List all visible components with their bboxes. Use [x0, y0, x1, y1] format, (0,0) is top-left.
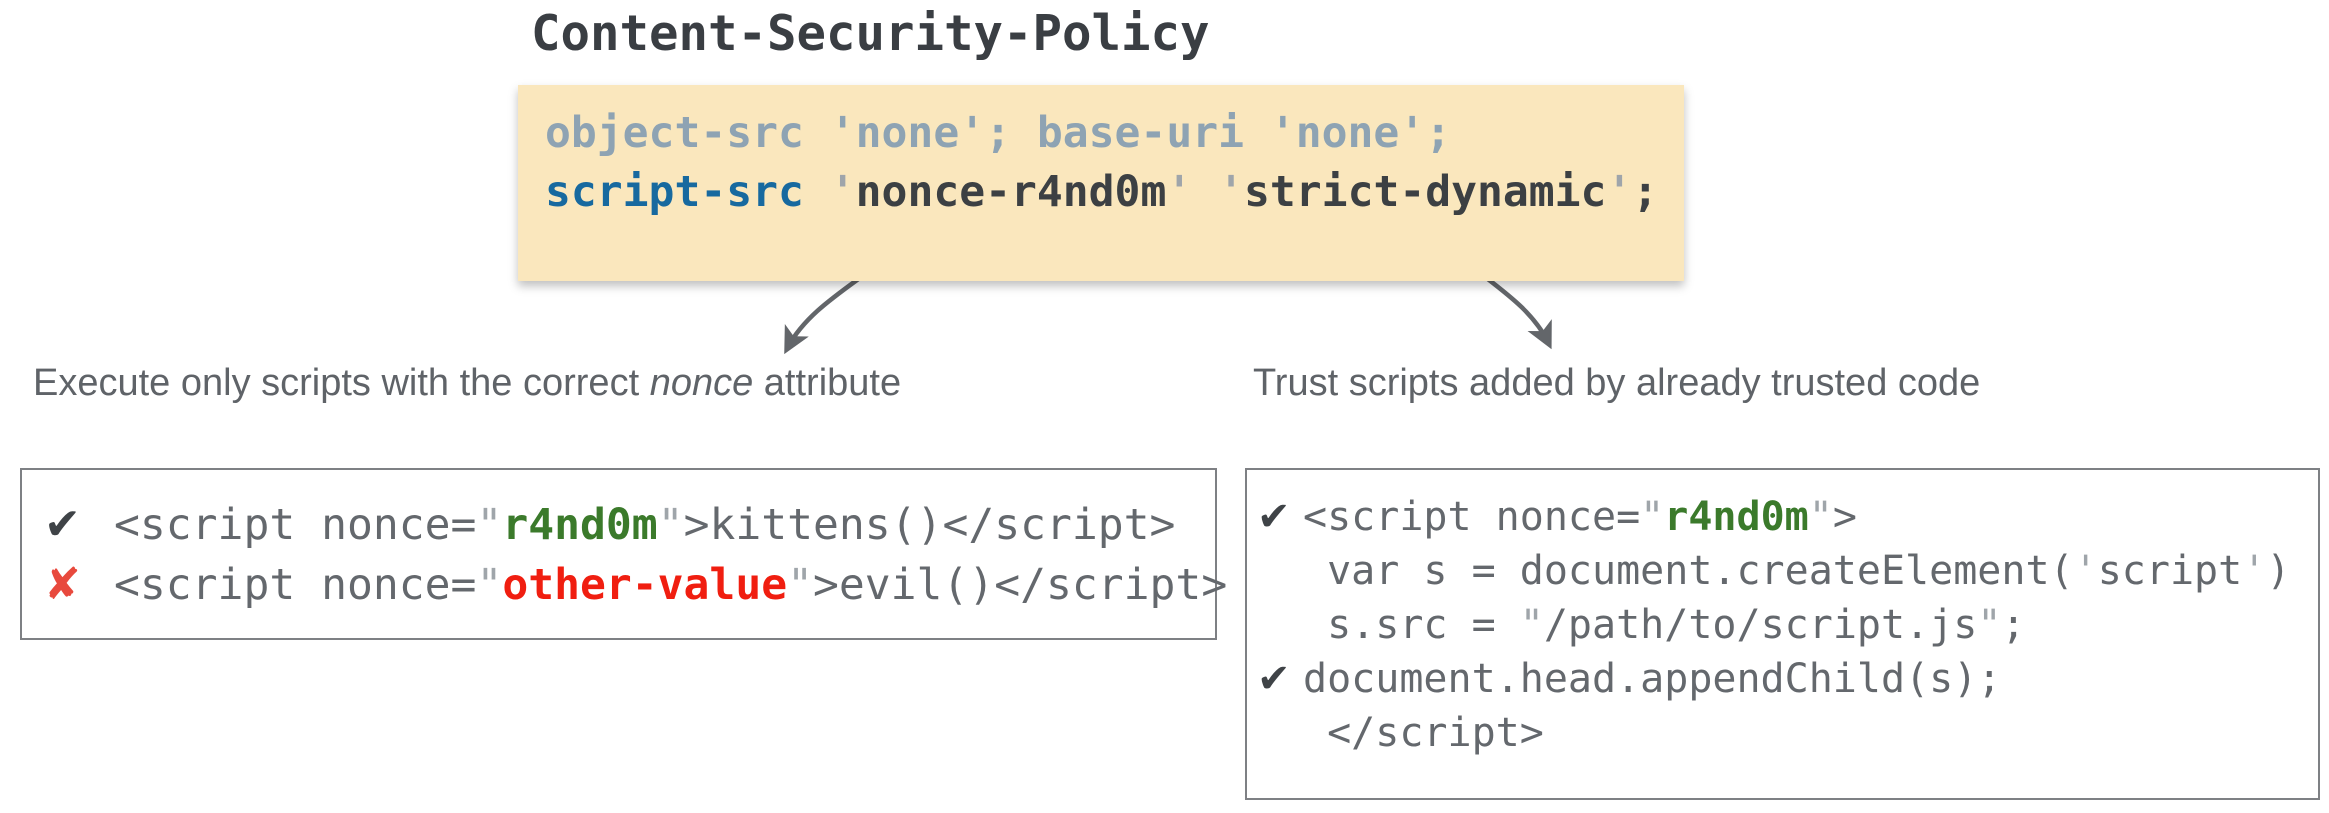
policy-line-object-src: object-src 'none'; base-uri 'none'; [545, 108, 1452, 158]
check-icon: ✔ [1257, 494, 1291, 540]
code-line-script-open: ✔<script nonce="r4nd0m"> [1257, 490, 2318, 544]
nonce-emphasis: nonce [649, 362, 754, 404]
policy-header-box: object-src 'none'; base-uri 'none'; scri… [518, 85, 1684, 281]
quote: ' [829, 167, 856, 217]
code-line-script-close: </script> [1303, 710, 1544, 756]
quote: ' [1218, 167, 1245, 217]
invalid-nonce-value: other-value [502, 560, 788, 610]
valid-nonce-value: r4nd0m [502, 500, 658, 550]
code-line-create-element: var s = document.createElement('script') [1303, 548, 2291, 594]
valid-nonce-value: r4nd0m [1664, 494, 1809, 540]
script-src-directive: script-src [545, 167, 804, 217]
check-icon: ✔ [44, 499, 81, 550]
nonce-token: nonce-r4nd0m [855, 167, 1167, 217]
code-line-allowed: ✔<script nonce="r4nd0m">kittens()</scrip… [44, 495, 1215, 555]
strict-dynamic-token: strict-dynamic [1244, 167, 1607, 217]
code-line-append-child: ✔document.head.appendChild(s); [1257, 652, 2318, 706]
code-line-blocked: ✘<script nonce="other-value">evil()</scr… [44, 555, 1227, 615]
policy-line-script-src: script-src 'nonce-r4nd0m' 'strict-dynami… [545, 167, 1659, 217]
annotation-nonce: Execute only scripts with the correct no… [33, 362, 902, 404]
cross-icon: ✘ [44, 559, 81, 610]
quote: ' [1166, 167, 1193, 217]
check-icon: ✔ [1257, 656, 1291, 702]
quote: ' [1606, 167, 1633, 217]
strict-dynamic-example-box: ✔<script nonce="r4nd0m"> var s = documen… [1245, 468, 2320, 800]
nonce-example-box: ✔<script nonce="r4nd0m">kittens()</scrip… [20, 468, 1227, 640]
page-title: Content-Security-Policy [531, 5, 1210, 62]
code-line-src-assign: s.src = "/path/to/script.js"; [1303, 602, 2026, 648]
annotation-strict-dynamic: Trust scripts added by already trusted c… [1253, 362, 1981, 404]
